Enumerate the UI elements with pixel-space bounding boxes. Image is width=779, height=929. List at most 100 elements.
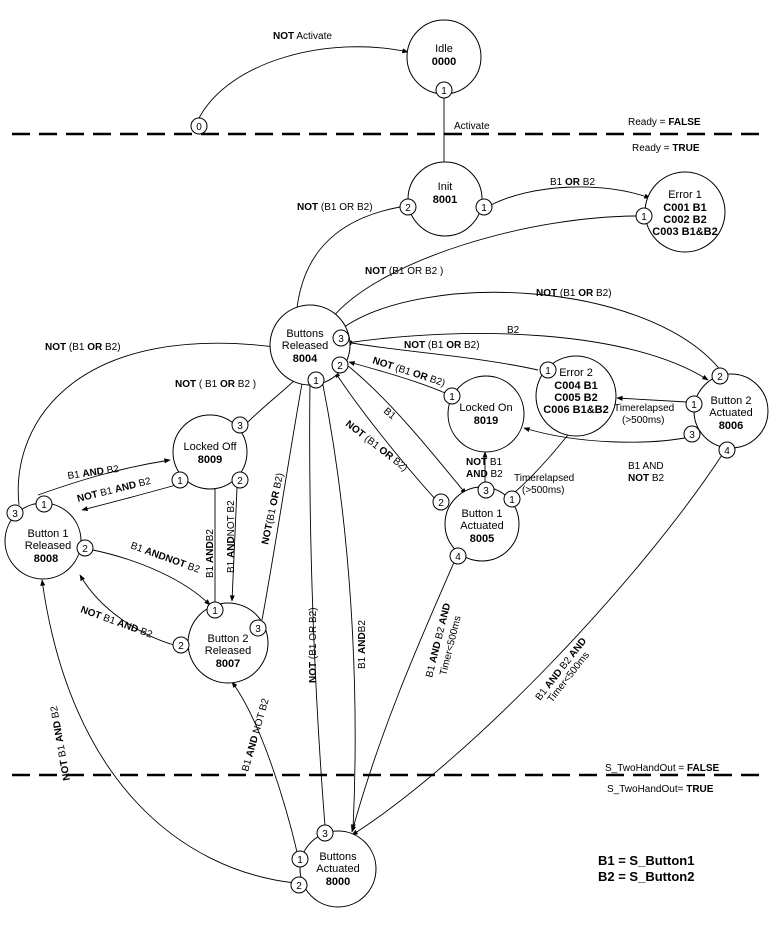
state-locked-off: Locked Off 8009 [172, 414, 248, 490]
label-released-b2act: B2 [507, 325, 520, 336]
label-b2act-error2-2: (>500ms) [622, 415, 665, 426]
state-idle-code: 0000 [432, 56, 456, 68]
state-button2-released-name-2: Released [205, 645, 251, 657]
port-lockedoff-3: 3 [231, 416, 249, 434]
label-b2rel-b1rel: NOT B1 AND B2 [79, 604, 154, 640]
svg-text:1: 1 [313, 376, 319, 387]
port-init-2: 2 [399, 198, 417, 216]
label-init-error1: B1 OR B2 [550, 177, 595, 188]
port-b1act-4: 4 [449, 547, 467, 565]
port-lockedoff-1: 1 [171, 471, 189, 489]
port-bact-3: 3 [316, 824, 334, 842]
edge-init-released [293, 206, 401, 319]
svg-text:3: 3 [255, 624, 261, 635]
svg-text:1: 1 [481, 203, 487, 214]
state-button1-actuated-name-2: Actuated [460, 520, 503, 532]
state-error1: Error 1 C001 B1 C002 B2 C003 B1&B2 [644, 171, 726, 253]
state-error2: Error 2 C004 B1 C005 B2 C006 B1&B2 [535, 355, 617, 437]
label-b2act-released-top: NOT (B1 OR B2) [536, 288, 612, 299]
label-not-activate: NOT Activate [273, 31, 332, 42]
state-button1-actuated-name-1: Button 1 [462, 508, 503, 520]
label-lockedoff-released: NOT ( B1 OR B2 ) [175, 379, 256, 390]
state-idle-name: Idle [435, 43, 453, 55]
svg-text:2: 2 [405, 203, 411, 214]
edge-b2act-bactuated [351, 454, 723, 836]
state-buttons-released-name-2: Released [282, 340, 328, 352]
svg-text:2: 2 [296, 881, 302, 892]
label-lockedon-released: NOT (B1 OR B2) [371, 355, 446, 389]
svg-text:2: 2 [717, 372, 723, 383]
port-lockedon-1: 1 [443, 387, 461, 405]
svg-text:3: 3 [12, 509, 18, 520]
svg-text:1: 1 [449, 392, 455, 403]
label-bactuated-b2rel: B1 AND NOT B2 [240, 697, 271, 773]
label-b2rel-released: NOT(B1 OR B2) [260, 472, 286, 545]
edge-lockedoff-b2rel [229, 487, 238, 602]
label-b1act-lockedon-1: NOT B1 [466, 457, 503, 468]
port-released-1: 1 [307, 371, 325, 389]
svg-text:3: 3 [483, 486, 489, 497]
port-b2act-2: 2 [711, 367, 729, 385]
state-button1-released: Button 1 Released 8008 [4, 502, 82, 580]
svg-text:2: 2 [82, 544, 88, 555]
ready-false-label: Ready = FALSE [628, 117, 701, 128]
label-activate: Activate [454, 121, 490, 132]
port-b1act-2: 2 [432, 493, 450, 511]
state-locked-on: Locked On 8019 [447, 375, 525, 453]
svg-text:0: 0 [196, 122, 202, 133]
state-error2-code-3: C006 B1&B2 [543, 404, 608, 416]
state-button2-actuated-code: 8006 [719, 420, 743, 432]
port-error1-1: 1 [635, 207, 653, 225]
port-released-2: 2 [331, 356, 349, 374]
label-error1-released: NOT (B1 OR B2 ) [365, 266, 443, 277]
signal-legend: B1 = S_Button1 B2 = S_Button2 [598, 853, 694, 884]
port-bact-1: 1 [291, 850, 309, 868]
svg-text:2: 2 [438, 498, 444, 509]
label-b1act-bactuated-1: B1 AND B2 AND [424, 602, 453, 679]
svg-text:1: 1 [545, 366, 551, 377]
label-lockedoff-b2rel: B1 ANDNOT B2 [226, 500, 237, 573]
port-b2act-1: 1 [685, 395, 703, 413]
edge-lockedon-released [348, 361, 446, 394]
svg-text:3: 3 [237, 421, 243, 432]
svg-text:1: 1 [297, 855, 303, 866]
port-b2rel-1: 1 [206, 601, 224, 619]
priority-ports: 0 1 2 1 1 3 2 1 1 1 2 1 3 4 3 1 2 3 1 2 … [6, 81, 736, 894]
svg-text:1: 1 [41, 500, 47, 511]
svg-text:1: 1 [641, 212, 647, 223]
state-init: Init 8001 [407, 161, 483, 237]
label-b2rel-lockedoff: B1 ANDB2 [205, 529, 216, 578]
ready-true-label: Ready = TRUE [632, 143, 700, 154]
state-error1-code-3: C003 B1&B2 [652, 226, 717, 238]
svg-text:2: 2 [237, 476, 243, 487]
svg-text:1: 1 [509, 495, 515, 506]
label-b1act-lockedon-2: AND B2 [466, 469, 503, 480]
svg-text:4: 4 [724, 446, 730, 457]
svg-text:2: 2 [337, 361, 343, 372]
port-lockedoff-2: 2 [231, 471, 249, 489]
port-b2rel-2: 2 [172, 636, 190, 654]
state-init-code: 8001 [433, 194, 457, 206]
port-b2act-4: 4 [718, 441, 736, 459]
state-locked-on-name: Locked On [459, 402, 512, 414]
state-button1-released-name-1: Button 1 [28, 528, 69, 540]
edge-b1act-bactuated [351, 559, 456, 833]
port-bact-2: 2 [290, 876, 308, 894]
state-error1-name: Error 1 [668, 189, 702, 201]
label-bactuated-released: NOT (B1 OR B2) [308, 607, 319, 683]
state-locked-off-name: Locked Off [184, 441, 238, 453]
edge-init-error1 [490, 186, 651, 206]
label-b2act-lockedon-1: B1 AND [628, 461, 664, 472]
edge-released-b1act [346, 364, 467, 495]
port-b1rel-2: 2 [76, 539, 94, 557]
port-start-0: 0 [190, 117, 208, 135]
state-locked-off-code: 8009 [198, 454, 222, 466]
label-lockedoff-b1rel: NOT B1 AND B2 [76, 476, 152, 505]
label-b1rel-lockedoff: B1 AND B2 [67, 464, 120, 482]
label-b1rel-b2rel: B1 ANDNOT B2 [129, 540, 202, 575]
edge-b1act-released [334, 371, 437, 501]
port-released-3: 3 [332, 329, 350, 347]
label-error2-released: NOT (B1 OR B2) [404, 340, 480, 351]
edge-bactuated-released [307, 379, 326, 827]
